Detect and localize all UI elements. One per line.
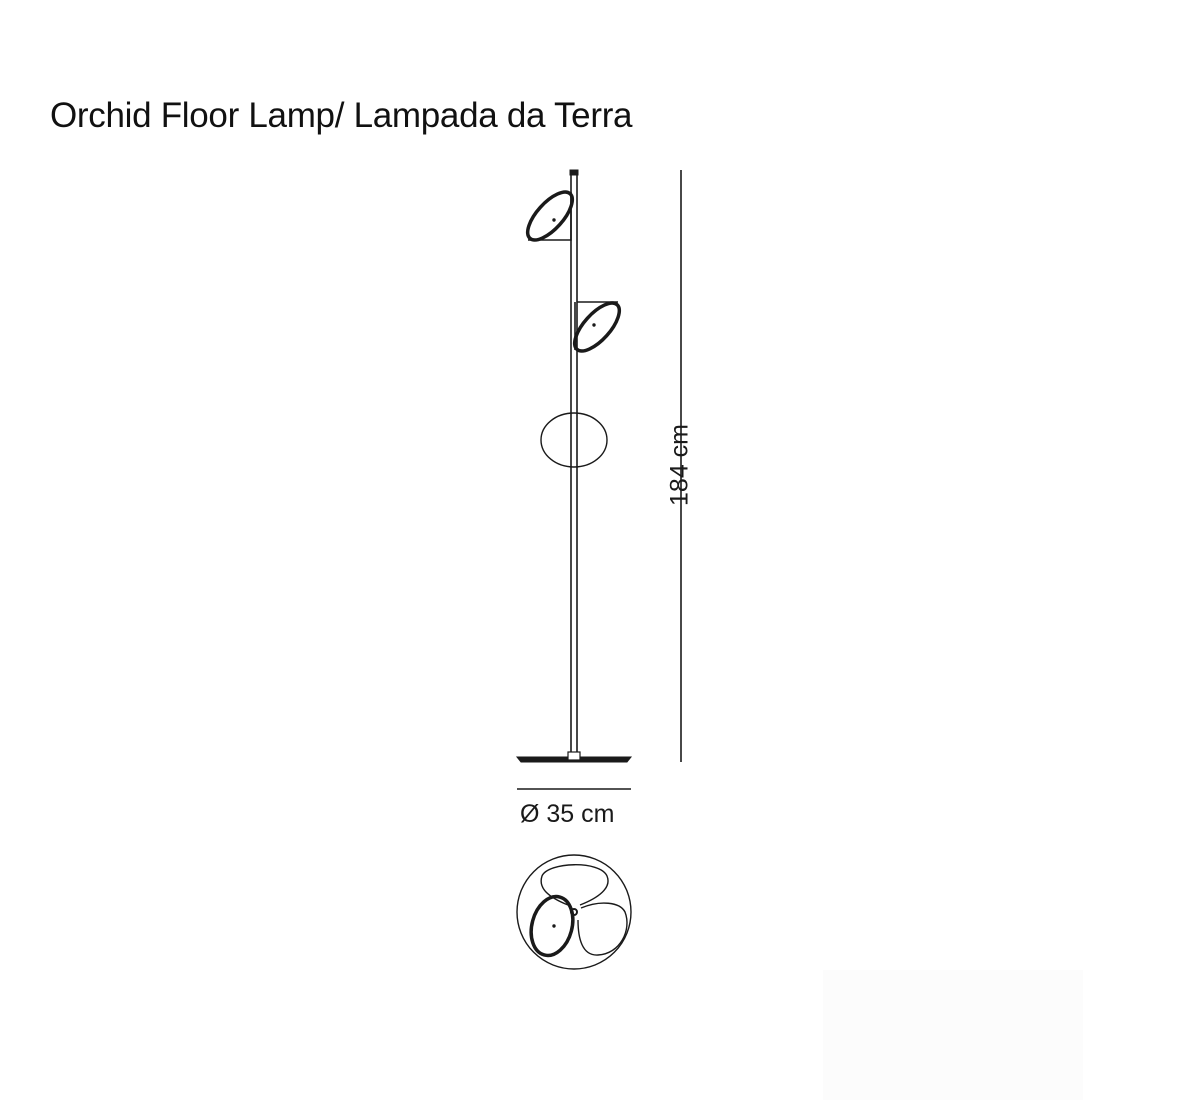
page-title: Orchid Floor Lamp/ Lampada da Terra bbox=[50, 96, 633, 135]
middle-shade bbox=[572, 301, 622, 353]
top-plan-view bbox=[516, 854, 632, 970]
side-elevation-view bbox=[515, 169, 633, 763]
upper-shade bbox=[525, 190, 575, 242]
pole bbox=[569, 169, 579, 757]
lower-ring-shade bbox=[540, 412, 608, 468]
round-base bbox=[515, 751, 633, 763]
height-dimension-label: 184 cm bbox=[665, 424, 694, 506]
base-diameter-label: Ø 35 cm bbox=[520, 800, 615, 828]
faint-background-panel bbox=[823, 970, 1083, 1100]
